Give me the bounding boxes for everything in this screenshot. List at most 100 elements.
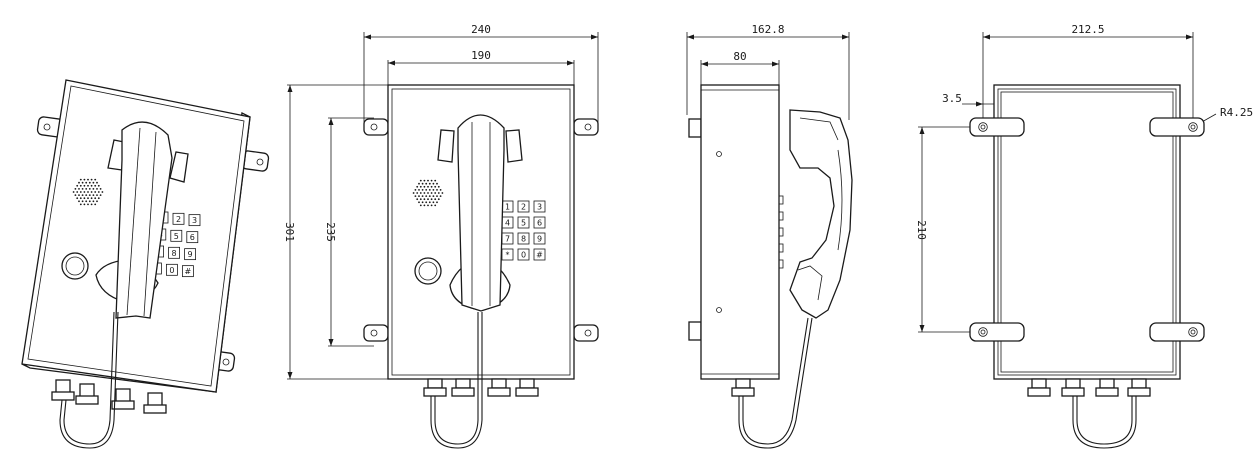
speaker-hole (436, 201, 438, 204)
speaker-hole (427, 198, 429, 201)
speaker-hole (79, 178, 82, 181)
speaker-hole (90, 197, 93, 200)
speaker-hole (83, 203, 86, 206)
speaker-hole (416, 185, 419, 188)
speaker-hole (92, 188, 95, 190)
speaker-hole (76, 191, 79, 193)
speaker-hole (439, 195, 442, 198)
speaker-grille (72, 178, 104, 206)
speaker-hole (418, 201, 420, 204)
speaker-hole (427, 179, 429, 182)
speaker-hole (78, 194, 80, 197)
keypad-key-label: 2 (176, 215, 181, 224)
speaker-hole (418, 189, 420, 191)
call-button (61, 252, 89, 280)
keypad-key-label: 2 (521, 203, 526, 212)
dim-side-depth-total: 162.8 (751, 23, 784, 36)
speaker-hole (94, 197, 97, 200)
side-view: 162.8 80 (686, 23, 853, 449)
keypad-key (165, 263, 178, 276)
speaker-hole (421, 201, 424, 204)
speaker-hole (418, 195, 420, 198)
keypad-key (533, 216, 546, 229)
keypad-key-label: 9 (537, 235, 542, 244)
speaker-hole (90, 184, 93, 187)
handset-cord (1072, 396, 1137, 449)
keypad-key-label: 3 (192, 216, 197, 225)
cable-glands-side (731, 378, 755, 397)
speaker-hole (83, 191, 86, 193)
speaker-hole (423, 204, 426, 207)
cable-glands-front (423, 378, 539, 397)
mount-ear-top (688, 118, 702, 138)
speaker-hole (428, 189, 431, 191)
speaker-hole (427, 192, 429, 194)
keypad-key-label: 6 (537, 219, 542, 228)
speaker-hole (88, 194, 91, 197)
keypad-key (181, 265, 194, 278)
speaker-hole (425, 201, 428, 204)
keypad-key-label: 1 (505, 203, 510, 212)
dim-back-radius: R4.25 (1220, 106, 1253, 119)
speaker-hole (101, 191, 104, 193)
speaker-hole (430, 179, 433, 182)
speaker-hole (97, 184, 100, 187)
dim-front-height-total: 301 (283, 222, 296, 242)
keypad-key (517, 232, 530, 245)
keypad-key-label: # (536, 251, 543, 260)
mount-ear-top-right (573, 118, 599, 136)
speaker-hole (416, 192, 419, 194)
speaker-hole (414, 189, 417, 191)
cradle-lower (95, 259, 159, 303)
speaker-hole (425, 195, 428, 198)
speaker-hole (437, 192, 440, 194)
speaker-hole (434, 204, 437, 207)
speaker-hole (90, 178, 93, 181)
speaker-hole (74, 194, 77, 197)
speaker-hole (423, 185, 426, 188)
mount-bracket-bottom-right (1149, 322, 1205, 342)
speaker-hole (83, 178, 86, 181)
speaker-hole (78, 200, 80, 203)
mount-bracket-top-left (969, 117, 1025, 137)
dim-front-width-inner: 190 (471, 49, 491, 62)
handset (457, 114, 505, 312)
speaker-hole (90, 191, 93, 193)
speaker-grille (412, 179, 444, 207)
speaker-hole (81, 188, 84, 190)
mount-bracket-top-right (1149, 117, 1205, 137)
keypad-key (501, 248, 514, 261)
speaker-hole (432, 182, 435, 185)
cradle-left (437, 129, 455, 163)
speaker-hole (434, 192, 437, 194)
keypad-key-label: 7 (505, 235, 510, 244)
speaker-hole (430, 204, 433, 207)
speaker-hole (421, 182, 424, 185)
call-button (414, 257, 442, 285)
speaker-hole (421, 195, 424, 198)
mount-ear-bottom-right (573, 324, 599, 342)
speaker-hole (92, 194, 95, 197)
speaker-hole (441, 192, 444, 194)
speaker-hole (430, 198, 433, 201)
keypad-key-label: 3 (537, 203, 542, 212)
speaker-hole (427, 185, 429, 188)
keypad-key-label: 8 (521, 235, 526, 244)
speaker-hole (72, 191, 75, 193)
speaker-hole (76, 197, 79, 200)
speaker-hole (76, 184, 79, 187)
speaker-hole (423, 192, 426, 194)
speaker-hole (439, 189, 442, 191)
speaker-hole (419, 179, 422, 182)
speaker-hole (74, 188, 77, 190)
speaker-hole (419, 198, 422, 201)
speaker-hole (88, 200, 91, 203)
dim-back-offset: 3.5 (942, 92, 962, 105)
speaker-hole (419, 204, 422, 207)
speaker-hole (92, 181, 95, 184)
keypad-key-label: 5 (521, 219, 526, 228)
speaker-hole (83, 184, 86, 187)
speaker-hole (92, 200, 95, 203)
